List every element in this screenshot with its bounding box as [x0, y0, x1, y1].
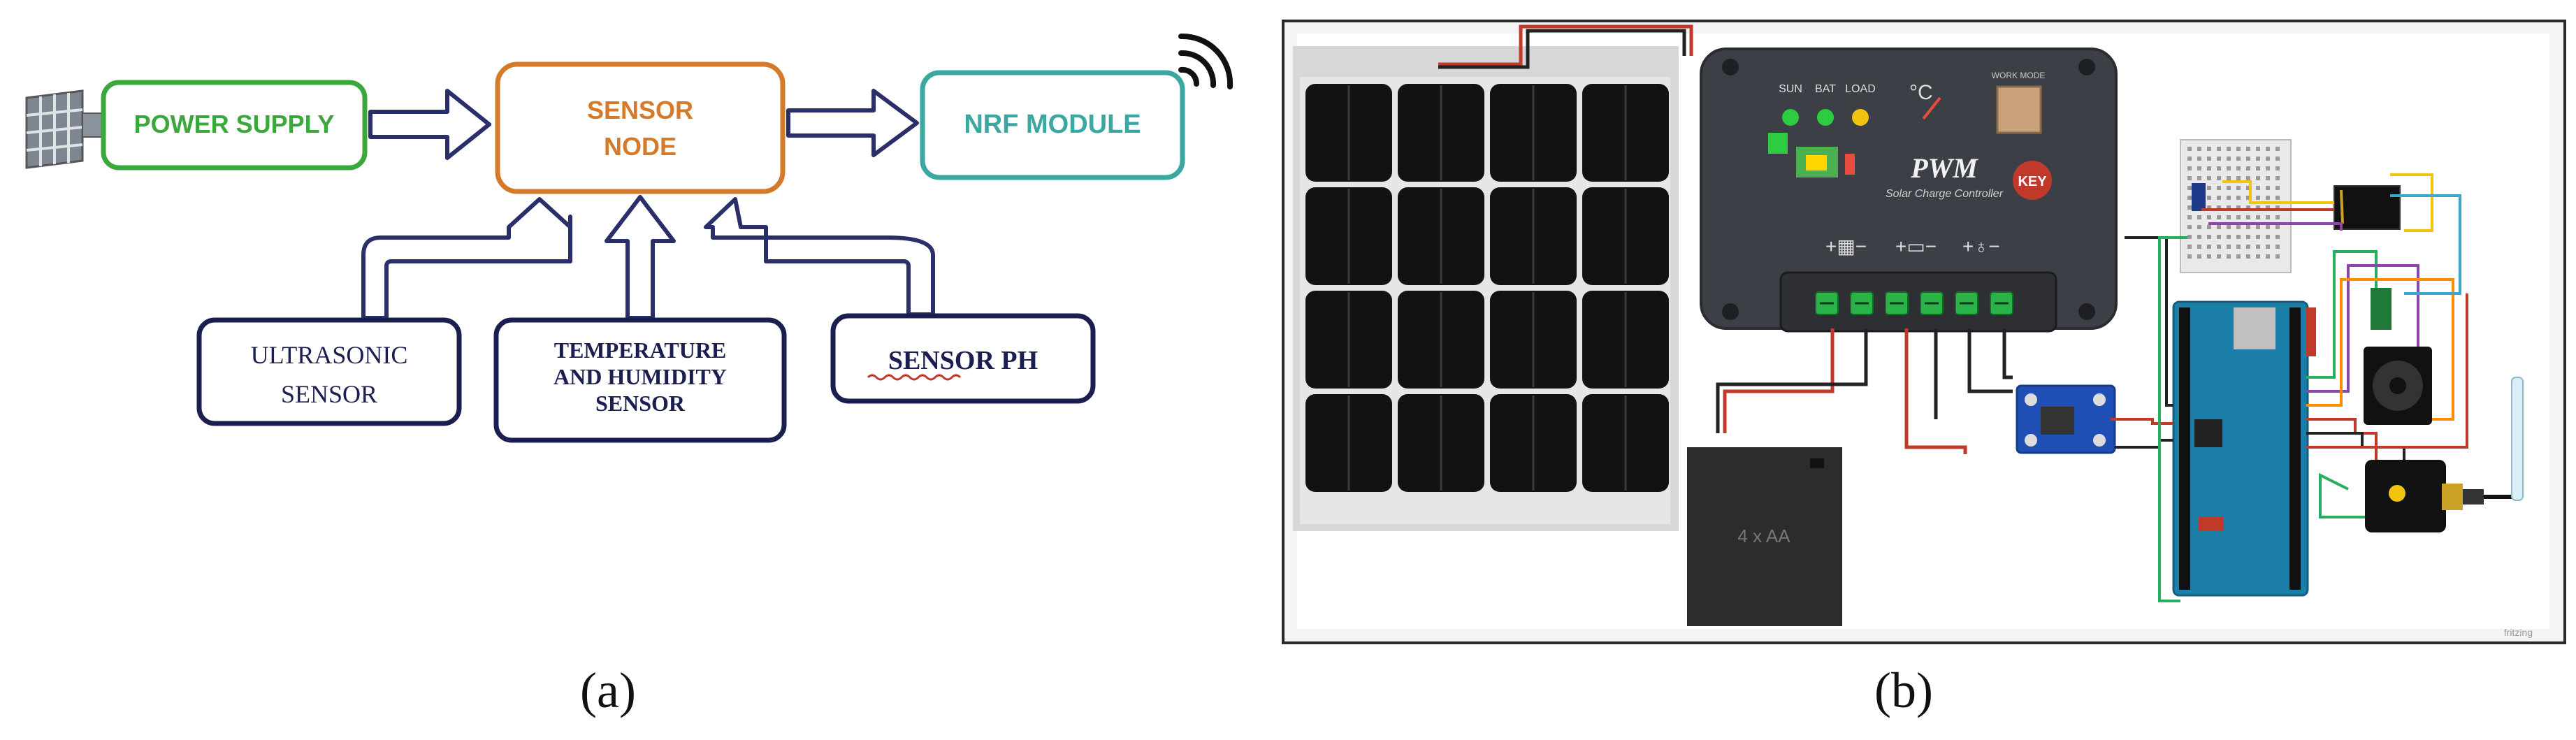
caption-a: (a)	[580, 662, 636, 718]
bat-led	[1817, 109, 1834, 126]
temperature-label-line3: SENSOR	[595, 391, 686, 416]
panel-b-wiring-schematic: SUN BAT LOAD °C WORK MODE PWM Solar Char…	[1282, 20, 2566, 718]
load-indicator-label: LOAD	[1845, 83, 1876, 95]
nrf-module-label: NRF MODULE	[964, 110, 1141, 139]
ultrasonic-sensor-box	[196, 317, 462, 426]
work-mode-label: WORK MODE	[1992, 71, 2046, 80]
fritzing-watermark: fritzing	[2504, 627, 2533, 638]
fan-module	[2364, 347, 2432, 425]
arrow-power-to-node	[368, 89, 491, 160]
dht-sensor	[2371, 288, 2392, 330]
arrow-temperature-to-node	[605, 195, 676, 320]
arrow-ph-to-node	[704, 197, 935, 317]
sensor-node-label-line2: NODE	[604, 132, 676, 161]
solar-charge-controller: SUN BAT LOAD °C WORK MODE PWM Solar Char…	[1700, 48, 2118, 333]
temperature-label-line2: AND HUMIDITY	[553, 364, 727, 389]
ultrasonic-label-line2: SENSOR	[281, 380, 377, 408]
mini-breadboard	[2180, 139, 2292, 273]
sun-indicator-label: SUN	[1779, 83, 1802, 95]
arduino-mega-board	[2172, 300, 2316, 597]
ph-sensor-board	[2365, 377, 2524, 532]
wireless-signal-icon	[1178, 33, 1233, 89]
key-label: KEY	[2018, 174, 2047, 189]
load-led	[1852, 109, 1869, 126]
temperature-label-line1: TEMPERATURE	[554, 338, 727, 363]
buck-converter-module	[2016, 384, 2116, 454]
terminal-block	[1779, 271, 2057, 333]
caption-b: (b)	[1874, 662, 1933, 718]
sun-led	[1782, 109, 1799, 126]
battery-holder: 4 x AA	[1687, 447, 1842, 626]
controller-subtitle: Solar Charge Controller	[1886, 188, 2004, 200]
panel-a-block-diagram: POWER SUPPLY SENSOR NODE NRF MODULE	[25, 33, 1233, 718]
sensor-node-label-line1: SENSOR	[587, 96, 693, 124]
temperature-humidity-sensor-box	[493, 317, 787, 443]
nrf-module-box	[920, 70, 1185, 180]
bat-indicator-label: BAT	[1815, 83, 1836, 95]
work-mode-display	[1996, 85, 2042, 134]
arrow-node-to-nrf	[786, 89, 919, 157]
power-supply-label: POWER SUPPLY	[134, 110, 335, 138]
arrow-ultrasonic-to-node	[361, 197, 572, 320]
key-button	[2013, 161, 2052, 200]
terminal-battery-symbol: +▭−	[1895, 235, 1937, 257]
spellcheck-underline	[867, 374, 962, 381]
power-supply-box	[101, 80, 368, 171]
temperature-unit-label: °C	[1909, 81, 1933, 104]
battery-label: 4 x AA	[1737, 525, 1790, 546]
sensor-node-box	[495, 61, 786, 194]
terminal-solar-symbol: +▦−	[1825, 235, 1867, 257]
ph-probe	[2511, 377, 2524, 501]
ultrasonic-label-line1: ULTRASONIC	[251, 341, 408, 369]
solar-panel-icon	[25, 89, 106, 169]
pwm-title: PWM	[1910, 152, 1978, 184]
solar-panel	[1293, 46, 1679, 531]
nrf24-radio-module	[2333, 185, 2401, 230]
ph-sensor-label: SENSOR PH	[888, 346, 1038, 375]
terminal-load-symbol: +♁−	[1962, 235, 2000, 257]
